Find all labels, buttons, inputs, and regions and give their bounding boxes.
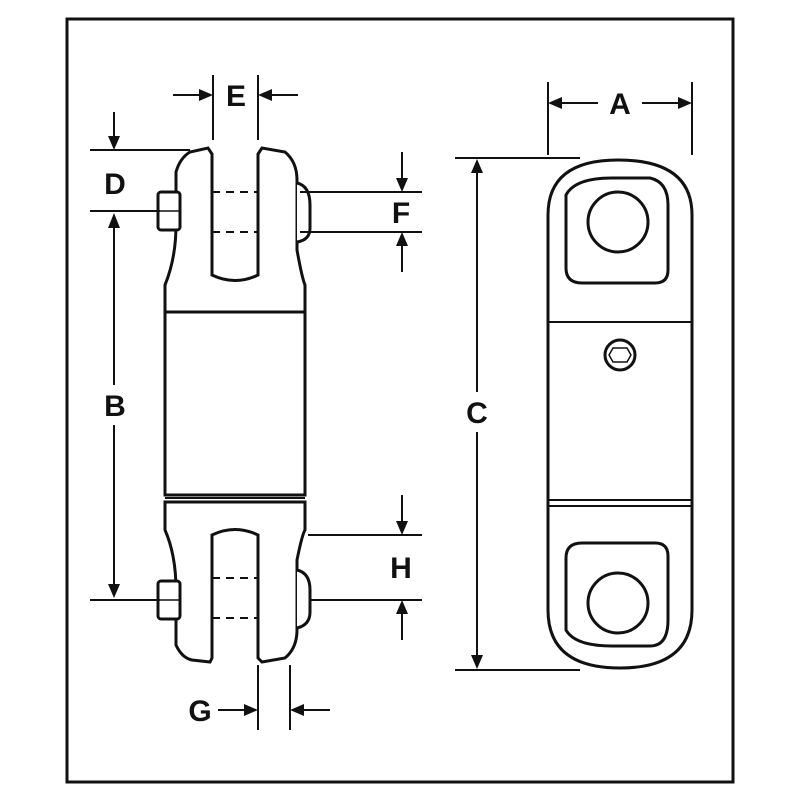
label-a: A [609, 88, 631, 121]
lower-pin-head [296, 568, 312, 630]
upper-pin-head [296, 181, 312, 244]
label-f: F [392, 197, 410, 230]
dimension-h: H [308, 495, 422, 640]
label-h: H [390, 552, 412, 585]
front-view [546, 158, 694, 670]
side-view [156, 146, 312, 664]
dimension-a: A [547, 82, 693, 155]
center-body [163, 310, 307, 497]
label-e: E [226, 80, 246, 113]
dimension-f: F [300, 152, 422, 272]
upper-eye-hole [586, 190, 650, 254]
label-c: C [466, 397, 488, 430]
dimension-c: C [455, 157, 580, 671]
dimension-e: E [173, 75, 298, 140]
dimension-g: G [188, 665, 330, 730]
front-outline [546, 158, 694, 670]
lower-eye-hole [586, 571, 650, 635]
label-g: G [188, 695, 211, 728]
drawing-frame [65, 17, 735, 784]
dimension-b: B [90, 213, 160, 601]
label-b: B [104, 390, 126, 423]
upper-jaw [163, 146, 307, 314]
lower-jaw [163, 500, 307, 664]
label-d: D [104, 168, 126, 201]
dimension-d: D [90, 112, 190, 212]
